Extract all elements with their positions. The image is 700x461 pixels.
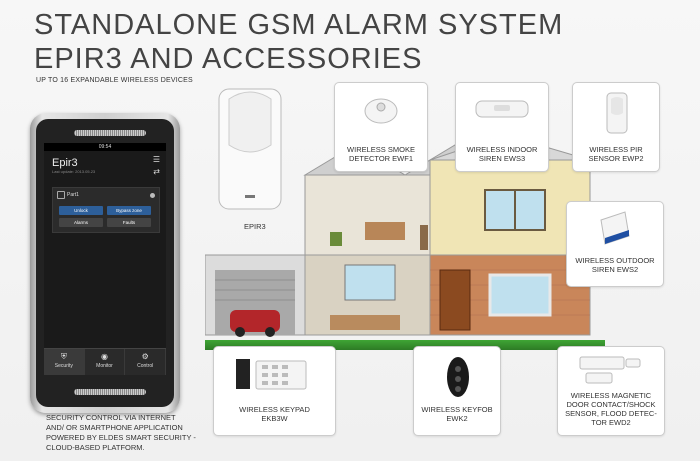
smoke-label-line: WIRELESS SMOKE <box>347 145 415 154</box>
bypass-zone-button[interactable]: Bypass zone <box>107 206 151 215</box>
faults-button[interactable]: Faults <box>107 218 151 227</box>
magnetic-label-line: SENSOR, FLOOD DETEC- <box>565 409 657 418</box>
lawn <box>205 340 605 350</box>
unlock-button[interactable]: Unlock <box>59 206 103 215</box>
keypad-icon <box>236 359 307 390</box>
epir3-label: EPIR3 <box>244 222 266 231</box>
bottom-tab-bar: ⛨ Security ◉ Monitor ⚙ Control <box>44 348 166 375</box>
title-line-2: EPIR3 AND ACCESSORIES <box>34 43 423 75</box>
indoor-siren-icon <box>475 100 529 118</box>
smoke-detector-card: WIRELESS SMOKE DETECTOR EWF1 <box>334 82 428 172</box>
magnetic-label-line: WIRELESS MAGNETIC <box>570 391 652 400</box>
outdoor-siren-label-line: SIREN EWS2 <box>591 265 639 274</box>
sync-icon[interactable]: ⇄ <box>153 167 160 176</box>
top-speaker <box>74 130 146 136</box>
caption-line: CLOUD-BASED PLATFORM. <box>46 443 145 452</box>
outdoor-siren-card: WIRELESS OUTDOOR SIREN EWS2 <box>566 201 664 287</box>
keypad-label-line: WIRELESS KEYPAD <box>239 405 310 414</box>
magnetic-label-line: TOR EWD2 <box>591 418 631 427</box>
subtitle: UP TO 16 EXPANDABLE WIRELESS DEVICES <box>36 77 193 84</box>
pir-label-line: WIRELESS PIR <box>589 145 643 154</box>
eye-icon: ◉ <box>101 352 108 361</box>
tab-monitor[interactable]: ◉ Monitor <box>85 349 126 375</box>
tab-security-label: Security <box>54 363 73 369</box>
outdoor-siren-label: WIRELESS OUTDOOR SIREN EWS2 <box>567 256 663 274</box>
partition-panel: Part1 Unlock Bypass zone Alarms Faults <box>52 187 160 233</box>
status-dot-icon <box>150 193 155 198</box>
keyfob-icon <box>447 357 469 397</box>
caption-line: AND/ OR SMARTPHONE APPLICATION <box>46 423 183 432</box>
phone-screen: 09:54 Epir3 Last update: 2013.05.23 ☰ ⇄ … <box>44 143 166 375</box>
epir3-device-image <box>218 88 282 210</box>
menu-icon[interactable]: ☰ <box>152 155 160 164</box>
indoor-siren-label: WIRELESS INDOOR SIREN EWS3 <box>456 145 548 163</box>
tab-control[interactable]: ⚙ Control <box>125 349 166 375</box>
smoke-label-line: DETECTOR EWF1 <box>348 154 414 163</box>
keyfob-label-line: WIRELESS KEYFOB <box>421 405 493 414</box>
keypad-card: WIRELESS KEYPAD EKB3W <box>213 346 336 436</box>
bottom-speaker <box>74 389 146 395</box>
caption-line: SECURITY CONTROL VIA INTERNET <box>46 413 176 422</box>
tab-security[interactable]: ⛨ Security <box>44 349 85 375</box>
app-title: Epir3 <box>52 157 78 169</box>
keyfob-label: WIRELESS KEYFOB EWK2 <box>414 405 500 423</box>
smoke-detector-label: WIRELESS SMOKE DETECTOR EWF1 <box>335 145 427 163</box>
shield-icon: ⛨ <box>60 352 67 361</box>
caption: SECURITY CONTROL VIA INTERNET AND/ OR SM… <box>46 413 236 453</box>
partition-label: Part1 <box>67 192 79 198</box>
status-bar-time: 09:54 <box>44 143 166 151</box>
magnetic-contact-card: WIRELESS MAGNETIC DOOR CONTACT/SHOCK SEN… <box>557 346 665 436</box>
indoor-siren-label-line: WIRELESS INDOOR <box>466 145 538 154</box>
keypad-label-line: EKB3W <box>261 414 288 423</box>
gear-icon: ⚙ <box>141 352 149 361</box>
outdoor-siren-label-line: WIRELESS OUTDOOR <box>575 256 655 265</box>
title-line-1: STANDALONE GSM ALARM SYSTEM <box>34 9 564 41</box>
smoke-detector-icon <box>364 98 398 124</box>
alarms-button[interactable]: Alarms <box>59 218 103 227</box>
magnetic-label-line: DOOR CONTACT/SHOCK <box>566 400 656 409</box>
keypad-label: WIRELESS KEYPAD EKB3W <box>214 405 335 423</box>
phone-body: 09:54 Epir3 Last update: 2013.05.23 ☰ ⇄ … <box>36 119 174 407</box>
pir-label-line: SENSOR EWP2 <box>588 154 644 163</box>
last-update: Last update: 2013.05.23 <box>52 169 96 174</box>
indoor-siren-label-line: SIREN EWS3 <box>478 154 526 163</box>
pir-sensor-card: WIRELESS PIR SENSOR EWP2 <box>572 82 660 172</box>
caption-line: POWERED BY ELDES SMART SECURITY - <box>46 433 196 442</box>
outdoor-siren-icon <box>600 211 630 245</box>
tab-control-label: Control <box>137 363 154 369</box>
indoor-siren-card: WIRELESS INDOOR SIREN EWS3 <box>455 82 549 172</box>
magnetic-contact-icon <box>579 356 641 384</box>
magnetic-contact-label: WIRELESS MAGNETIC DOOR CONTACT/SHOCK SEN… <box>558 391 664 427</box>
pir-sensor-label: WIRELESS PIR SENSOR EWP2 <box>573 145 659 163</box>
pir-sensor-icon <box>606 92 628 134</box>
keyfob-label-line: EWK2 <box>446 414 468 423</box>
page-title: STANDALONE GSM ALARM SYSTEM EPIR3 AND AC… <box>34 8 563 76</box>
keyfob-card: WIRELESS KEYFOB EWK2 <box>413 346 501 436</box>
lock-icon <box>57 191 65 199</box>
smartphone: 09:54 Epir3 Last update: 2013.05.23 ☰ ⇄ … <box>30 113 180 413</box>
tab-monitor-label: Monitor <box>96 363 113 369</box>
